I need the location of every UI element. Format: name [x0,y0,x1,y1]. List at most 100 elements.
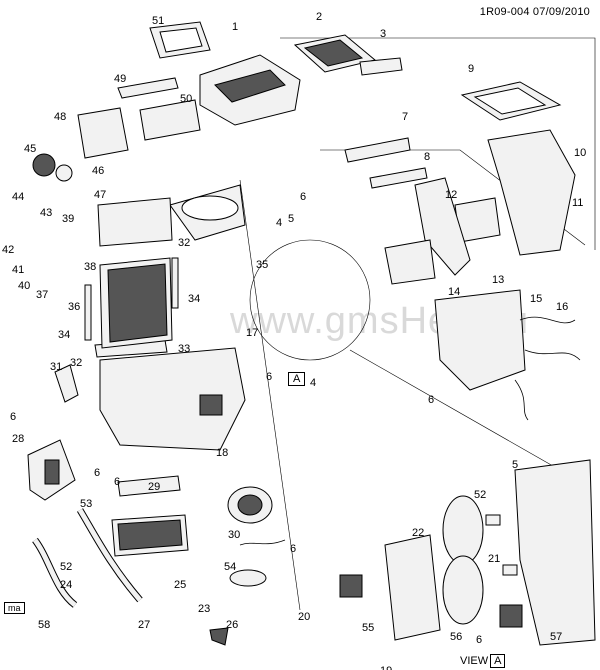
callout-number: 38 [84,261,96,273]
callout-number: 53 [80,498,92,510]
view-letter: A [490,654,506,668]
callout-number: 13 [492,274,504,286]
part-21-harness [239,539,286,546]
part-15-case [434,289,526,391]
callout-number: 28 [12,433,24,445]
part-20-plate [229,569,267,587]
callout-number: 34 [58,329,70,341]
callout-number: 6 [428,394,434,406]
callout-number: 54 [224,561,236,573]
part-52-shaft [485,514,501,526]
part-51-frame [149,21,211,59]
part-52-shaft-lower [502,564,518,576]
part-9-frame [460,81,562,121]
part-14-door [384,239,436,285]
part-7-seal [344,137,411,163]
callout-number: 6 [300,191,306,203]
callout-number: 55 [362,622,374,634]
part-34-strip-right [171,257,179,309]
callout-number: 16 [556,301,568,313]
guide-line [239,179,301,611]
callout-number: 5 [288,213,294,225]
callout-number: 15 [530,293,542,305]
callout-number: 3 [380,28,386,40]
callout-number: 22 [412,527,424,539]
callout-number: 56 [450,631,462,643]
guide-line [349,349,561,471]
callout-number: 42 [2,244,14,256]
callout-number: 19 [380,665,392,670]
callout-number: 2 [316,11,322,23]
part-23-heater-core [111,514,189,557]
callout-number: 41 [12,264,24,276]
part-2-cabin-filter [293,34,377,73]
callout-number: 20 [298,611,310,623]
part-48-housing [77,107,129,159]
part-28-grommet [27,439,76,501]
callout-number: 5 [512,459,518,471]
callout-number: 6 [114,476,120,488]
callout-number: 12 [445,189,457,201]
callout-number: 24 [60,579,72,591]
callout-number: 49 [114,73,126,85]
part-18-module [199,394,223,416]
callout-number: 14 [448,286,460,298]
callout-number: 43 [40,207,52,219]
callout-number: 6 [94,467,100,479]
callout-number: 52 [60,561,72,573]
part-1-upper-case [199,54,301,126]
part-26-hose-fill [77,508,142,602]
callout-number: 33 [178,343,190,355]
callout-number: 44 [12,191,24,203]
callout-number: 6 [10,411,16,423]
callout-number: 29 [148,481,160,493]
part-55-actuator [339,574,363,598]
callout-number: 45 [24,143,36,155]
view-arrow [209,627,229,646]
part-58-actuator [499,604,523,628]
part-49-seal [117,77,179,99]
callout-number: 34 [188,293,200,305]
callout-number: 17 [246,327,258,339]
callout-number: 50 [180,93,192,105]
part-3-cover [359,57,403,76]
corner-badge: ma [4,602,25,614]
callout-number: 27 [138,619,150,631]
callout-number: 4 [276,217,282,229]
callout-number: 8 [424,151,430,163]
callout-number: 57 [550,631,562,643]
view-text: VIEW [460,655,489,667]
callout-number: 11 [572,197,583,209]
detail-circle [249,239,371,361]
part-16-harness [514,316,581,421]
part-27-hose-fill [32,538,77,607]
callout-number: 1 [232,21,238,33]
part-50-door [139,99,201,141]
part-10-case [487,129,576,256]
callout-number: 58 [38,619,50,631]
callout-number: 36 [68,301,80,313]
callout-number: 39 [62,213,74,225]
part-22-blower-motor [227,486,273,524]
callout-number: 37 [36,289,48,301]
callout-number: 32 [70,357,82,369]
callout-number: 47 [94,189,106,201]
callout-number: 4 [310,377,316,389]
callout-a: A [288,372,306,386]
housing-opening [181,195,239,221]
callout-number: 21 [488,553,500,565]
callout-number: 23 [198,603,210,615]
callout-number: 51 [152,15,164,27]
callout-number: 6 [290,543,296,555]
callout-number: 9 [468,63,474,75]
part-13-case [414,177,471,276]
callout-number: 26 [226,619,238,631]
part-29-30-seal [117,475,181,497]
part-53-door [442,495,484,565]
part-33-evaporator [99,257,173,349]
callout-number: 30 [228,529,240,541]
